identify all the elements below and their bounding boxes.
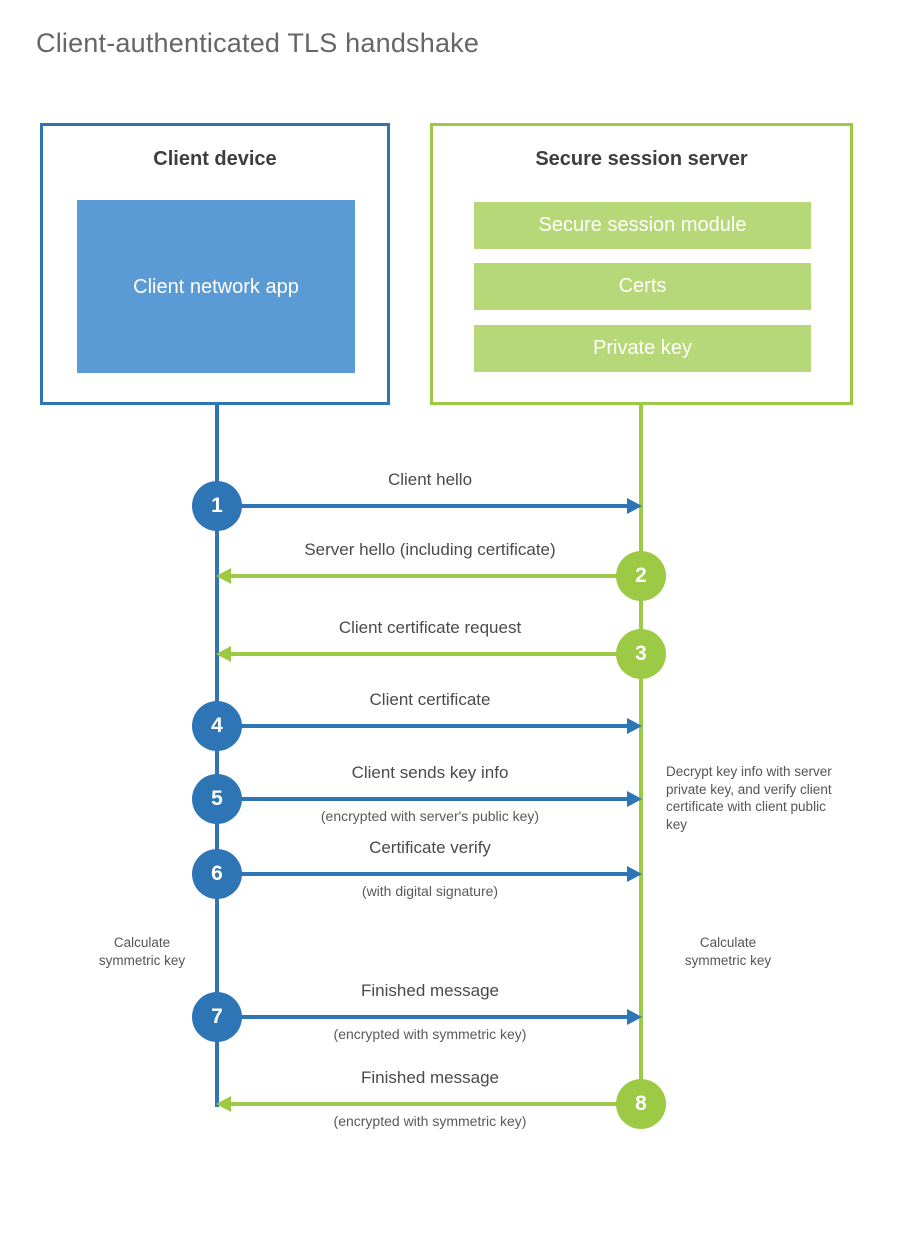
server-lifeline [639,403,643,1127]
arrowhead-icon [627,718,642,734]
client-network-app-label: Client network app [133,275,299,298]
message-label: Certificate verify [369,838,491,857]
arrowhead-icon [216,646,231,662]
message-label: Server hello (including certificate) [304,540,556,559]
message-label: Client sends key info [351,763,509,782]
message-detail: (encrypted with symmetric key) [333,1113,527,1129]
message-detail: (with digital signature) [361,883,499,899]
step-row-5: Client sends key info 5 (encrypted with … [0,759,900,839]
server-module-certs: Certs [474,263,811,310]
step-row-4: Client certificate 4 [0,686,900,766]
step-number-badge: 3 [616,629,666,679]
step-number-badge: 2 [616,551,666,601]
message-label: Client certificate request [338,618,522,637]
arrowhead-icon [216,1096,231,1112]
message-arrow-line [220,504,628,508]
server-module-secure-session: Secure session module [474,202,811,249]
note-decrypt-key-info: Decrypt key info with server private key… [666,764,832,832]
step-number-badge: 4 [192,701,242,751]
message-label: Finished message [361,981,499,1000]
message-arrow-line [220,1015,628,1019]
message-detail: (encrypted with server's public key) [320,808,540,824]
step-number-badge: 5 [192,774,242,824]
message-label: Client certificate [369,690,491,709]
arrowhead-icon [627,866,642,882]
arrowhead-icon [627,498,642,514]
client-device-title: Client device [153,148,277,170]
step-number-badge: 7 [192,992,242,1042]
message-arrow-line [230,652,640,656]
server-title: Secure session server [535,148,748,170]
step-row-1: Client hello 1 [0,466,900,546]
client-network-app-box: Client network app [77,200,355,373]
step-row-7: Finished message 7 (encrypted with symme… [0,977,900,1057]
message-arrow-line [220,872,628,876]
message-arrow-line [230,1102,640,1106]
step-number-badge: 6 [192,849,242,899]
diagram-title: Client-authenticated TLS handshake [36,28,480,58]
arrowhead-icon [627,791,642,807]
note-calculate-symmetric-key-client: Calculate symmetric key [98,935,186,968]
client-lifeline [215,403,219,1107]
message-arrow-line [230,574,640,578]
message-label: Finished message [361,1068,499,1087]
message-detail: (encrypted with symmetric key) [333,1026,527,1042]
arrowhead-icon [216,568,231,584]
step-row-8: Finished message 8 (encrypted with symme… [0,1064,900,1144]
message-arrow-line [220,724,628,728]
message-label: Client hello [387,470,473,489]
note-calculate-symmetric-key-server: Calculate symmetric key [684,935,772,968]
step-row-6: Certificate verify 6 (with digital signa… [0,834,900,914]
server-module-private-key: Private key [474,325,811,372]
step-number-badge: 1 [192,481,242,531]
step-row-2: Server hello (including certificate) 2 [0,536,900,616]
step-row-3: Client certificate request 3 [0,614,900,694]
message-arrow-line [220,797,628,801]
step-number-badge: 8 [616,1079,666,1129]
arrowhead-icon [627,1009,642,1025]
